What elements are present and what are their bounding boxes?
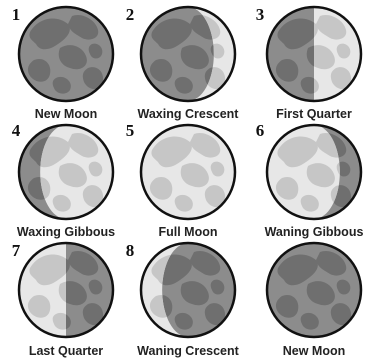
phase-label: Waning Gibbous — [265, 225, 364, 239]
moon-disc-icon — [141, 243, 235, 337]
phase-number: 2 — [126, 5, 135, 24]
phase-number: 5 — [126, 121, 135, 140]
phase-number: 7 — [12, 241, 21, 260]
phase-number: 1 — [12, 5, 21, 24]
phase-label: First Quarter — [276, 107, 352, 121]
phase-label: Waning Crescent — [137, 344, 239, 358]
phase-label: New Moon — [283, 344, 346, 358]
phase-label: Full Moon — [158, 225, 217, 239]
moon-disc-icon — [19, 243, 113, 337]
moon-disc-icon — [19, 7, 113, 101]
phase-label: Waxing Gibbous — [17, 225, 115, 239]
moon-disc-icon — [267, 125, 361, 219]
phase-label: Last Quarter — [29, 344, 103, 358]
phase-cell: New Moon — [267, 243, 361, 358]
phase-label: Waxing Crescent — [138, 107, 240, 121]
phase-number: 8 — [126, 241, 135, 260]
phase-number: 4 — [12, 121, 21, 140]
moon-disc-icon — [267, 7, 361, 101]
moon-disc-icon — [141, 125, 235, 219]
moon-disc-icon — [141, 7, 235, 101]
phase-label: New Moon — [35, 107, 98, 121]
phase-number: 3 — [256, 5, 265, 24]
moon-disc-icon — [267, 243, 361, 337]
phase-number: 6 — [256, 121, 265, 140]
moon-disc-icon — [19, 125, 113, 219]
